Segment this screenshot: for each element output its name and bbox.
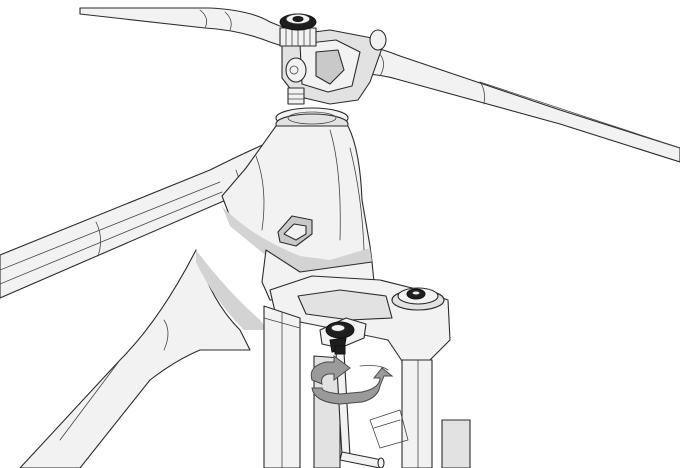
brake-caliper bbox=[369, 409, 409, 449]
frame bbox=[0, 125, 375, 468]
stem bbox=[281, 29, 387, 105]
top-cap bbox=[279, 13, 317, 47]
fork-legs bbox=[263, 305, 471, 468]
fork-crown bbox=[269, 275, 451, 365]
rotate-clockwise-arrow-icon bbox=[310, 355, 394, 405]
